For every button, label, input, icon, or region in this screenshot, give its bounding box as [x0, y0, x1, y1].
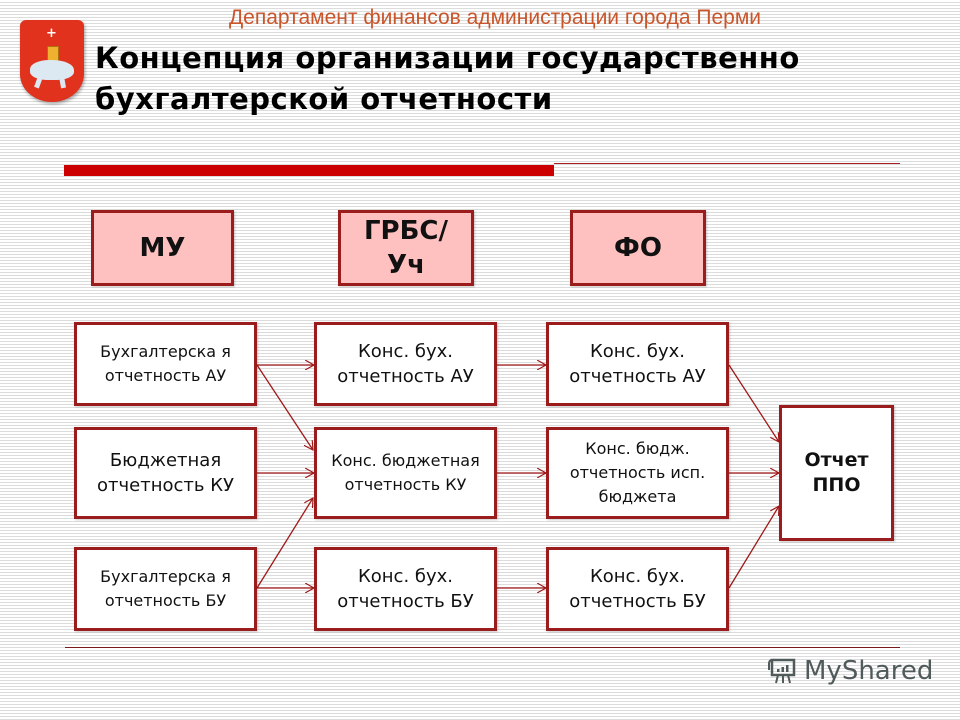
bottom-divider-line	[65, 647, 900, 648]
node-text: Конс. бюджетная отчетность КУ	[331, 451, 480, 494]
node-ppo-report: Отчет ППО	[779, 405, 894, 541]
watermark-text: MyShared	[804, 656, 934, 686]
node-text: Конс. бух. отчетность БУ	[337, 566, 474, 612]
node-grbs-bu: Конс. бух. отчетность БУ	[314, 547, 497, 631]
node-text: Бюджетная отчетность КУ	[97, 450, 234, 496]
title-accent-bar	[64, 165, 554, 176]
node-grbs-ku: Конс. бюджетная отчетность КУ	[314, 427, 497, 519]
column-header-fo: ФО	[570, 210, 706, 286]
bear-icon	[30, 60, 74, 80]
node-mu-bu: Бухгалтерска я отчетность БУ	[74, 547, 257, 631]
node-fo-bu: Конс. бух. отчетность БУ	[546, 547, 729, 631]
node-text: Конс. бух. отчетность БУ	[569, 566, 706, 612]
column-header-label: МУ	[139, 233, 186, 263]
node-mu-ku: Бюджетная отчетность КУ	[74, 427, 257, 519]
node-text: Конс. бух. отчетность АУ	[337, 341, 474, 387]
node-text: Конс. бух. отчетность АУ	[569, 341, 706, 387]
title-line-1: Концепция организации государственно	[95, 41, 800, 75]
node-fo-au: Конс. бух. отчетность АУ	[546, 322, 729, 406]
node-text: Отчет ППО	[804, 449, 869, 496]
node-text: Конс. бюдж. отчетность исп. бюджета	[569, 439, 706, 506]
title-divider-line	[554, 163, 900, 164]
title-line-2: бухгалтерской отчетности	[95, 82, 553, 116]
column-header-label: ГРБС/ Уч	[363, 216, 449, 280]
node-text: Бухгалтерска я отчетность БУ	[100, 567, 231, 610]
perm-coat-of-arms-icon: +	[20, 20, 84, 102]
column-header-label: ФО	[614, 233, 662, 263]
presentation-board-icon	[768, 658, 796, 684]
column-header-grbs: ГРБС/ Уч	[338, 210, 474, 286]
node-fo-ku: Конс. бух. отчетность БУ Конс. бюдж. отч…	[546, 427, 729, 519]
node-text: Бухгалтерска я отчетность АУ	[100, 342, 231, 385]
node-mu-au: Бухгалтерска я отчетность АУ	[74, 322, 257, 406]
column-header-mu: МУ	[91, 210, 234, 286]
myshared-watermark[interactable]: MyShared	[768, 656, 933, 686]
slide-title: Концепция организации государственно бух…	[95, 38, 800, 120]
department-name: Департамент финансов администрации город…	[228, 6, 762, 29]
node-grbs-au: Конс. бух. отчетность АУ	[314, 322, 497, 406]
cross-icon: +	[46, 26, 57, 41]
